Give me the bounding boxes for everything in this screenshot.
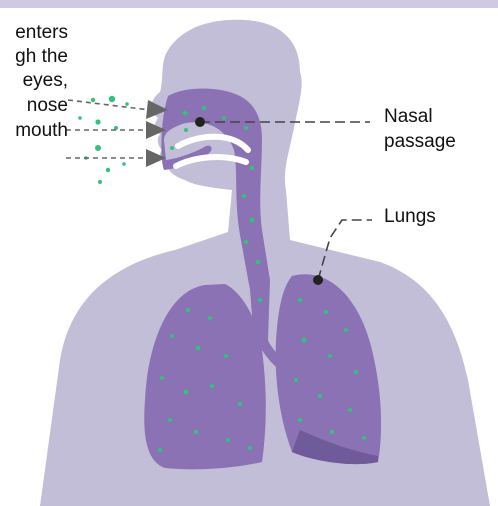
nasal-passage-label-line-2: passage bbox=[384, 131, 456, 153]
leader-line-marker-lungs bbox=[313, 275, 323, 285]
intake-label-line-3: eyes, bbox=[23, 70, 68, 92]
nasal-passage-label-line-1: Nasal bbox=[384, 106, 433, 128]
lungs-label: Lungs bbox=[384, 206, 436, 228]
intake-label-line-1: enters bbox=[15, 22, 68, 44]
top-band bbox=[0, 0, 498, 8]
intake-arrows bbox=[66, 100, 150, 158]
intake-label-line-5: mouth bbox=[15, 120, 68, 142]
leader-line-marker-nasal bbox=[195, 117, 205, 127]
intake-label-line-2: gh the bbox=[15, 46, 68, 68]
intake-label-line-4: nose bbox=[27, 95, 68, 117]
arrow-eyes-line bbox=[68, 100, 150, 110]
